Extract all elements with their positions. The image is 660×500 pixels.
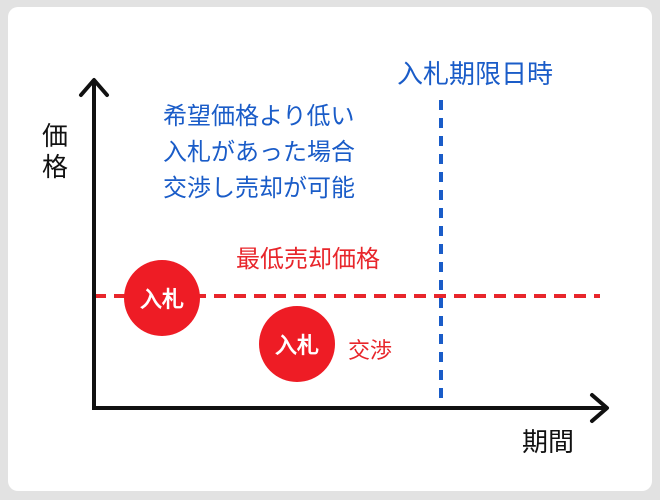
bid-above-bubble: 入札 [124, 260, 200, 336]
negotiation-label: 交渉 [348, 339, 393, 364]
x-axis-label: 期間 [522, 428, 575, 458]
y-axis-label-char: 格 [41, 153, 68, 184]
y-axis-label: 価 格 [38, 122, 72, 184]
note-line: 希望価格より低い [163, 102, 355, 130]
deadline-label: 入札期限日時 [397, 60, 554, 90]
min-price-label: 最低売却価格 [236, 245, 380, 273]
bid-below-bubble: 入札 [259, 306, 335, 382]
diagram-card [8, 7, 652, 491]
y-axis-label-char: 価 [41, 122, 68, 152]
note-line: 交渉し売却が可能 [163, 174, 355, 202]
negotiation-note: 希望価格より低い 入札があった場合 交渉し売却が可能 [163, 98, 355, 206]
note-line: 入札があった場合 [163, 138, 355, 166]
y-axis [79, 78, 109, 408]
x-axis [92, 393, 609, 423]
